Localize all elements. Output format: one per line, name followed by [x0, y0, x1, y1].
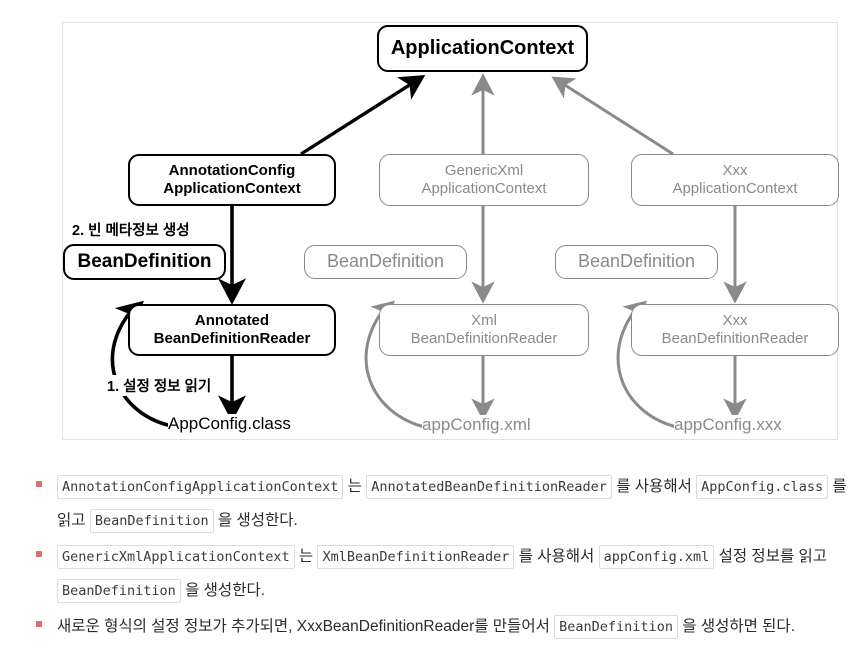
plain-label-text: AppConfig.class [168, 414, 291, 433]
bullet-text-generic-xml: GenericXmlApplicationContext 는 XmlBeanDe… [57, 540, 854, 608]
node-label: ApplicationContext [390, 36, 575, 59]
node-label: Xxx ApplicationContext [672, 162, 798, 197]
node-label: Xxx BeanDefinitionReader [661, 312, 809, 347]
plain-label-text: appConfig.xml [422, 415, 531, 434]
node-bean-definition-annotated[interactable]: BeanDefinition [63, 244, 226, 280]
inline-code: XmlBeanDefinitionReader [317, 545, 515, 569]
step-label-text: 1. 설정 정보 읽기 [107, 379, 212, 395]
node-label: AnnotationConfig ApplicationContext [163, 162, 301, 197]
inline-code: BeanDefinition [89, 509, 214, 533]
bullet-dot-icon [36, 621, 42, 627]
node-xml-bean-definition-reader[interactable]: Xml BeanDefinitionReader [379, 304, 589, 356]
inline-code: BeanDefinition [57, 579, 181, 603]
notes-list: AnnotationConfigApplicationContext 는 Ann… [0, 470, 854, 646]
label-app-config-class: AppConfig.class [168, 414, 291, 434]
diagram-connectors [110, 73, 747, 429]
step-label-2-bean-metadata: 2. 빈 메타정보 생성 [71, 219, 191, 240]
bullet-text-annotation-config: AnnotationConfigApplicationContext 는 Ann… [57, 470, 854, 538]
node-label: BeanDefinition [326, 251, 445, 272]
node-bean-definition-xml[interactable]: BeanDefinition [304, 245, 467, 279]
list-item: 새로운 형식의 설정 정보가 추가되면, XxxBeanDefinitionRe… [0, 610, 854, 644]
node-label: Xml BeanDefinitionReader [410, 312, 558, 347]
node-annotation-config-application-context[interactable]: AnnotationConfig ApplicationContext [128, 154, 336, 206]
node-bean-definition-xxx[interactable]: BeanDefinition [555, 245, 718, 279]
node-label: Annotated BeanDefinitionReader [153, 312, 311, 347]
bullet-text-xxx-reader: 새로운 형식의 설정 정보가 추가되면, XxxBeanDefinitionRe… [57, 610, 854, 644]
label-app-config-xxx: appConfig.xxx [674, 415, 782, 435]
node-label: GenericXml ApplicationContext [421, 162, 547, 197]
inline-code: appConfig.xml [598, 545, 715, 569]
inline-code: AppConfig.class [696, 475, 829, 499]
node-xxx-application-context[interactable]: Xxx ApplicationContext [631, 154, 839, 206]
bullet-dot-icon [36, 551, 42, 557]
diagram-panel: ApplicationContext AnnotationConfig Appl… [62, 22, 839, 440]
bullet-dot-icon [36, 481, 42, 487]
node-xxx-bean-definition-reader[interactable]: Xxx BeanDefinitionReader [631, 304, 839, 356]
list-item: GenericXmlApplicationContext 는 XmlBeanDe… [0, 540, 854, 608]
inline-code: AnnotationConfigApplicationContext [57, 475, 344, 499]
node-label: BeanDefinition [77, 250, 212, 272]
step-label-1-read-config: 1. 설정 정보 읽기 [106, 375, 213, 396]
node-annotated-bean-definition-reader[interactable]: Annotated BeanDefinitionReader [128, 304, 336, 356]
step-label-text: 2. 빈 메타정보 생성 [72, 223, 190, 239]
node-label: BeanDefinition [577, 251, 696, 272]
node-application-context[interactable]: ApplicationContext [377, 25, 588, 72]
plain-label-text: appConfig.xxx [674, 415, 782, 434]
node-generic-xml-application-context[interactable]: GenericXml ApplicationContext [379, 154, 589, 206]
inline-code: GenericXmlApplicationContext [57, 545, 295, 569]
inline-code: AnnotatedBeanDefinitionReader [366, 475, 612, 499]
inline-code: BeanDefinition [554, 615, 678, 639]
label-app-config-xml: appConfig.xml [422, 415, 531, 435]
list-item: AnnotationConfigApplicationContext 는 Ann… [0, 470, 854, 538]
